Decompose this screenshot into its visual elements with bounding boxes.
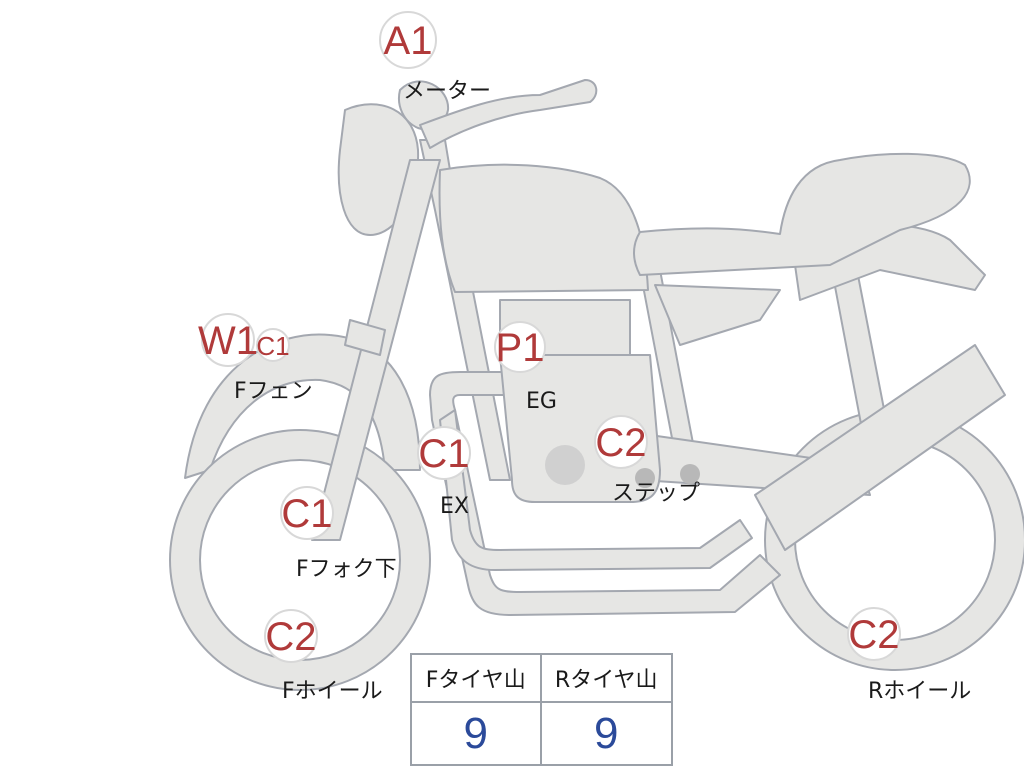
front-tread-value: 9 [412,703,542,764]
tag-fork-text: C1 [281,492,332,536]
label-engine: EG [526,389,557,414]
tag-step-text: C2 [595,421,646,465]
tag-exhaust-text: C1 [418,432,469,476]
fuel-tank-shape [440,165,648,292]
label-step: ステップ [612,481,700,506]
tag-rear-wheel-text: C2 [848,613,899,657]
label-front-wheel: Fホイール [282,679,383,704]
label-fender: Fフェン [234,379,313,404]
rear-tread-header: Rタイヤ山 [542,655,672,703]
tire-tread-table: Fタイヤ山 Rタイヤ山 9 9 [410,653,673,766]
tag-meter-text: A1 [384,19,433,63]
front-tread-header: Fタイヤ山 [412,655,542,703]
tag-fender-c-text: C1 [256,331,289,361]
label-rear-wheel: Rホイール [868,679,971,704]
tag-exhaust: C1 [418,427,470,479]
tag-step: C2 [595,416,647,468]
tag-engine: P1 [495,322,545,372]
label-fork: Fフォク下 [296,557,397,582]
tag-front-wheel-text: C2 [265,615,316,659]
rear-tread-value: 9 [542,703,672,764]
tag-engine-text: P1 [496,326,545,370]
side-cover-shape [655,285,780,345]
label-exhaust: EX [440,494,469,519]
tag-fender: W1 C1 [198,314,290,366]
tag-fork: C1 [281,487,333,539]
tag-meter: A1 [380,12,436,68]
tag-fender-w-text: W1 [198,319,258,363]
label-meter: メーター [403,79,491,104]
tag-rear-wheel: C2 [848,608,900,660]
tag-front-wheel: C2 [265,610,317,662]
